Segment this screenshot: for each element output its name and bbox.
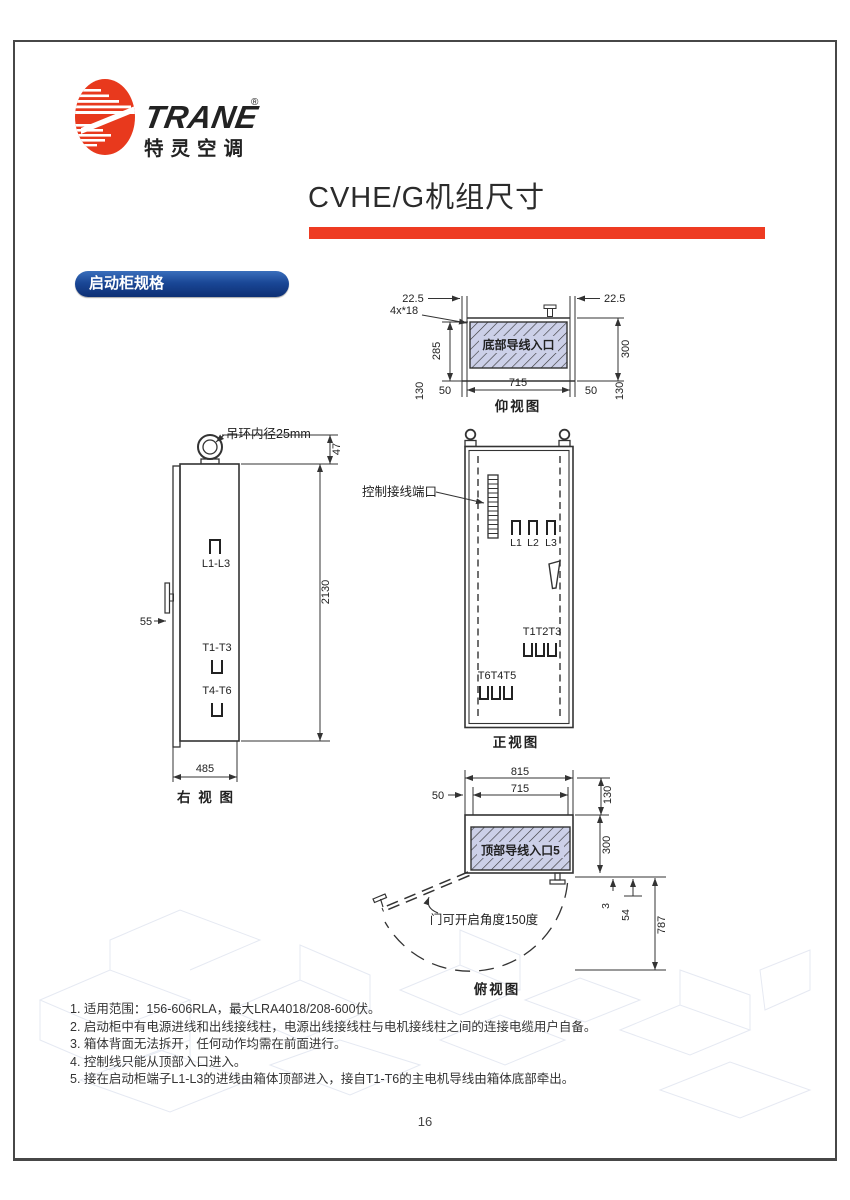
bottom-wire-entry-label: 底部导线入口 xyxy=(482,337,554,352)
dim-54: 54 xyxy=(620,909,632,921)
bottom-view: 22.5 22.5 4x*18 285 300 130 50 715 50 13… xyxy=(390,293,632,414)
dim-22-5-left: 22.5 xyxy=(402,293,423,305)
cabinet-body-front xyxy=(464,445,574,729)
control-port-label: 控制接线端口 xyxy=(362,484,437,499)
right-view-label: 右 视 图 xyxy=(177,789,235,805)
dim-holes: 4x*18 xyxy=(390,305,418,317)
watermark-cityscape xyxy=(38,909,812,1119)
brand-chinese-name: 特灵空调 xyxy=(144,137,250,160)
lifting-ring-left-icon xyxy=(464,428,477,441)
front-view: 控制接线端口 L1 L2 L3 T1T2T3 T6T4T5 正视图 xyxy=(362,428,574,750)
page-number: 16 xyxy=(417,1114,433,1129)
top-view-drawing xyxy=(372,770,666,972)
front-view-label: 正视图 xyxy=(493,734,540,750)
dim-50-left: 50 xyxy=(439,385,451,397)
dim-715-topview: 715 xyxy=(511,783,529,795)
dim-285: 285 xyxy=(431,342,443,360)
lifting-ring-label: 吊环内径25mm xyxy=(226,427,311,441)
section-header: 启动柜规格 xyxy=(75,271,289,297)
open-door-latch xyxy=(372,893,388,904)
dim-50-topview: 50 xyxy=(432,790,444,802)
terminal-t4-t6-label: T4-T6 xyxy=(202,685,231,697)
terminal-t1-t3-label: T1-T3 xyxy=(202,642,231,654)
door-swing-arc xyxy=(384,882,569,972)
notes-list: 1. 适用范围：156-606RLA，最大LRA4018/208-600伏。 2… xyxy=(70,1001,780,1089)
dim-130-left: 130 xyxy=(414,382,426,400)
open-door-edge xyxy=(381,871,469,909)
dim-815: 815 xyxy=(511,766,529,778)
title-accent-bar xyxy=(309,227,765,239)
dim-300-topview: 300 xyxy=(601,836,613,854)
dim-787: 787 xyxy=(656,916,668,934)
dim-715-bottomview: 715 xyxy=(509,377,527,389)
trane-logo: TRANE ® 特灵空调 xyxy=(75,79,262,160)
dim-485: 485 xyxy=(196,763,214,775)
terminal-l2-label: L2 xyxy=(527,537,539,549)
note-line: 3. 箱体背面无法拆开，任何动作均需在前面进行。 xyxy=(70,1037,347,1052)
right-view-drawing xyxy=(154,434,338,782)
brand-registered-mark: ® xyxy=(251,97,259,108)
right-side-view: 吊环内径25mm 47 2130 55 L1-L3 T1-T3 T4-T6 48… xyxy=(140,427,343,805)
dim-50-right: 50 xyxy=(585,385,597,397)
dim-130-topview: 130 xyxy=(602,786,614,804)
dim-47: 47 xyxy=(331,443,343,455)
note-line: 1. 适用范围：156-606RLA，最大LRA4018/208-600伏。 xyxy=(70,1002,381,1016)
dim-300-bottomview: 300 xyxy=(620,340,632,358)
dim-130-right: 130 xyxy=(614,382,626,400)
page-frame xyxy=(13,40,837,1161)
terminal-l1-l3-label: L1-L3 xyxy=(202,558,230,570)
front-view-drawing xyxy=(435,428,574,729)
dim-3: 3 xyxy=(600,903,612,909)
top-wire-entry-label: 顶部导线入口5 xyxy=(481,843,560,858)
page-title: CVHE/G机组尺寸 xyxy=(308,182,546,214)
note-line: 2. 启动柜中有电源进线和出线接线柱，电源出线接线柱与电机接线柱之间的连接电缆用… xyxy=(70,1019,597,1034)
funnel-symbol xyxy=(548,560,561,590)
note-line: 4. 控制线只能从顶部入口进入。 xyxy=(70,1054,247,1069)
terminal-t6t4t5-label: T6T4T5 xyxy=(478,670,517,682)
terminal-t1t2t3-label: T1T2T3 xyxy=(523,626,562,638)
door-angle-label: 门可开启角度150度 xyxy=(430,912,539,927)
dim-55: 55 xyxy=(140,616,152,628)
top-view: 815 715 50 130 300 3 54 787 顶部导线入口5 门可开启… xyxy=(372,766,668,997)
dim-22-5-right: 22.5 xyxy=(604,293,625,305)
top-view-label: 俯视图 xyxy=(474,981,521,997)
lifting-ring-right-icon xyxy=(558,428,571,441)
door-latch-symbol xyxy=(549,879,566,885)
note-line: 5. 接在启动柜端子L1-L3的进线由箱体顶部进入，接自T1-T6的主电机导线由… xyxy=(70,1072,575,1087)
terminal-l3-label: L3 xyxy=(545,537,557,549)
cabinet-door-side xyxy=(172,465,181,748)
door-handle xyxy=(164,582,171,614)
brand-wordmark: TRANE xyxy=(142,99,262,135)
cabinet-body-side xyxy=(179,463,240,742)
terminal-l1-label: L1 xyxy=(510,537,522,549)
bottom-view-label: 仰视图 xyxy=(495,398,542,414)
dim-2130: 2130 xyxy=(320,580,332,604)
bottom-view-drawing xyxy=(421,295,624,397)
